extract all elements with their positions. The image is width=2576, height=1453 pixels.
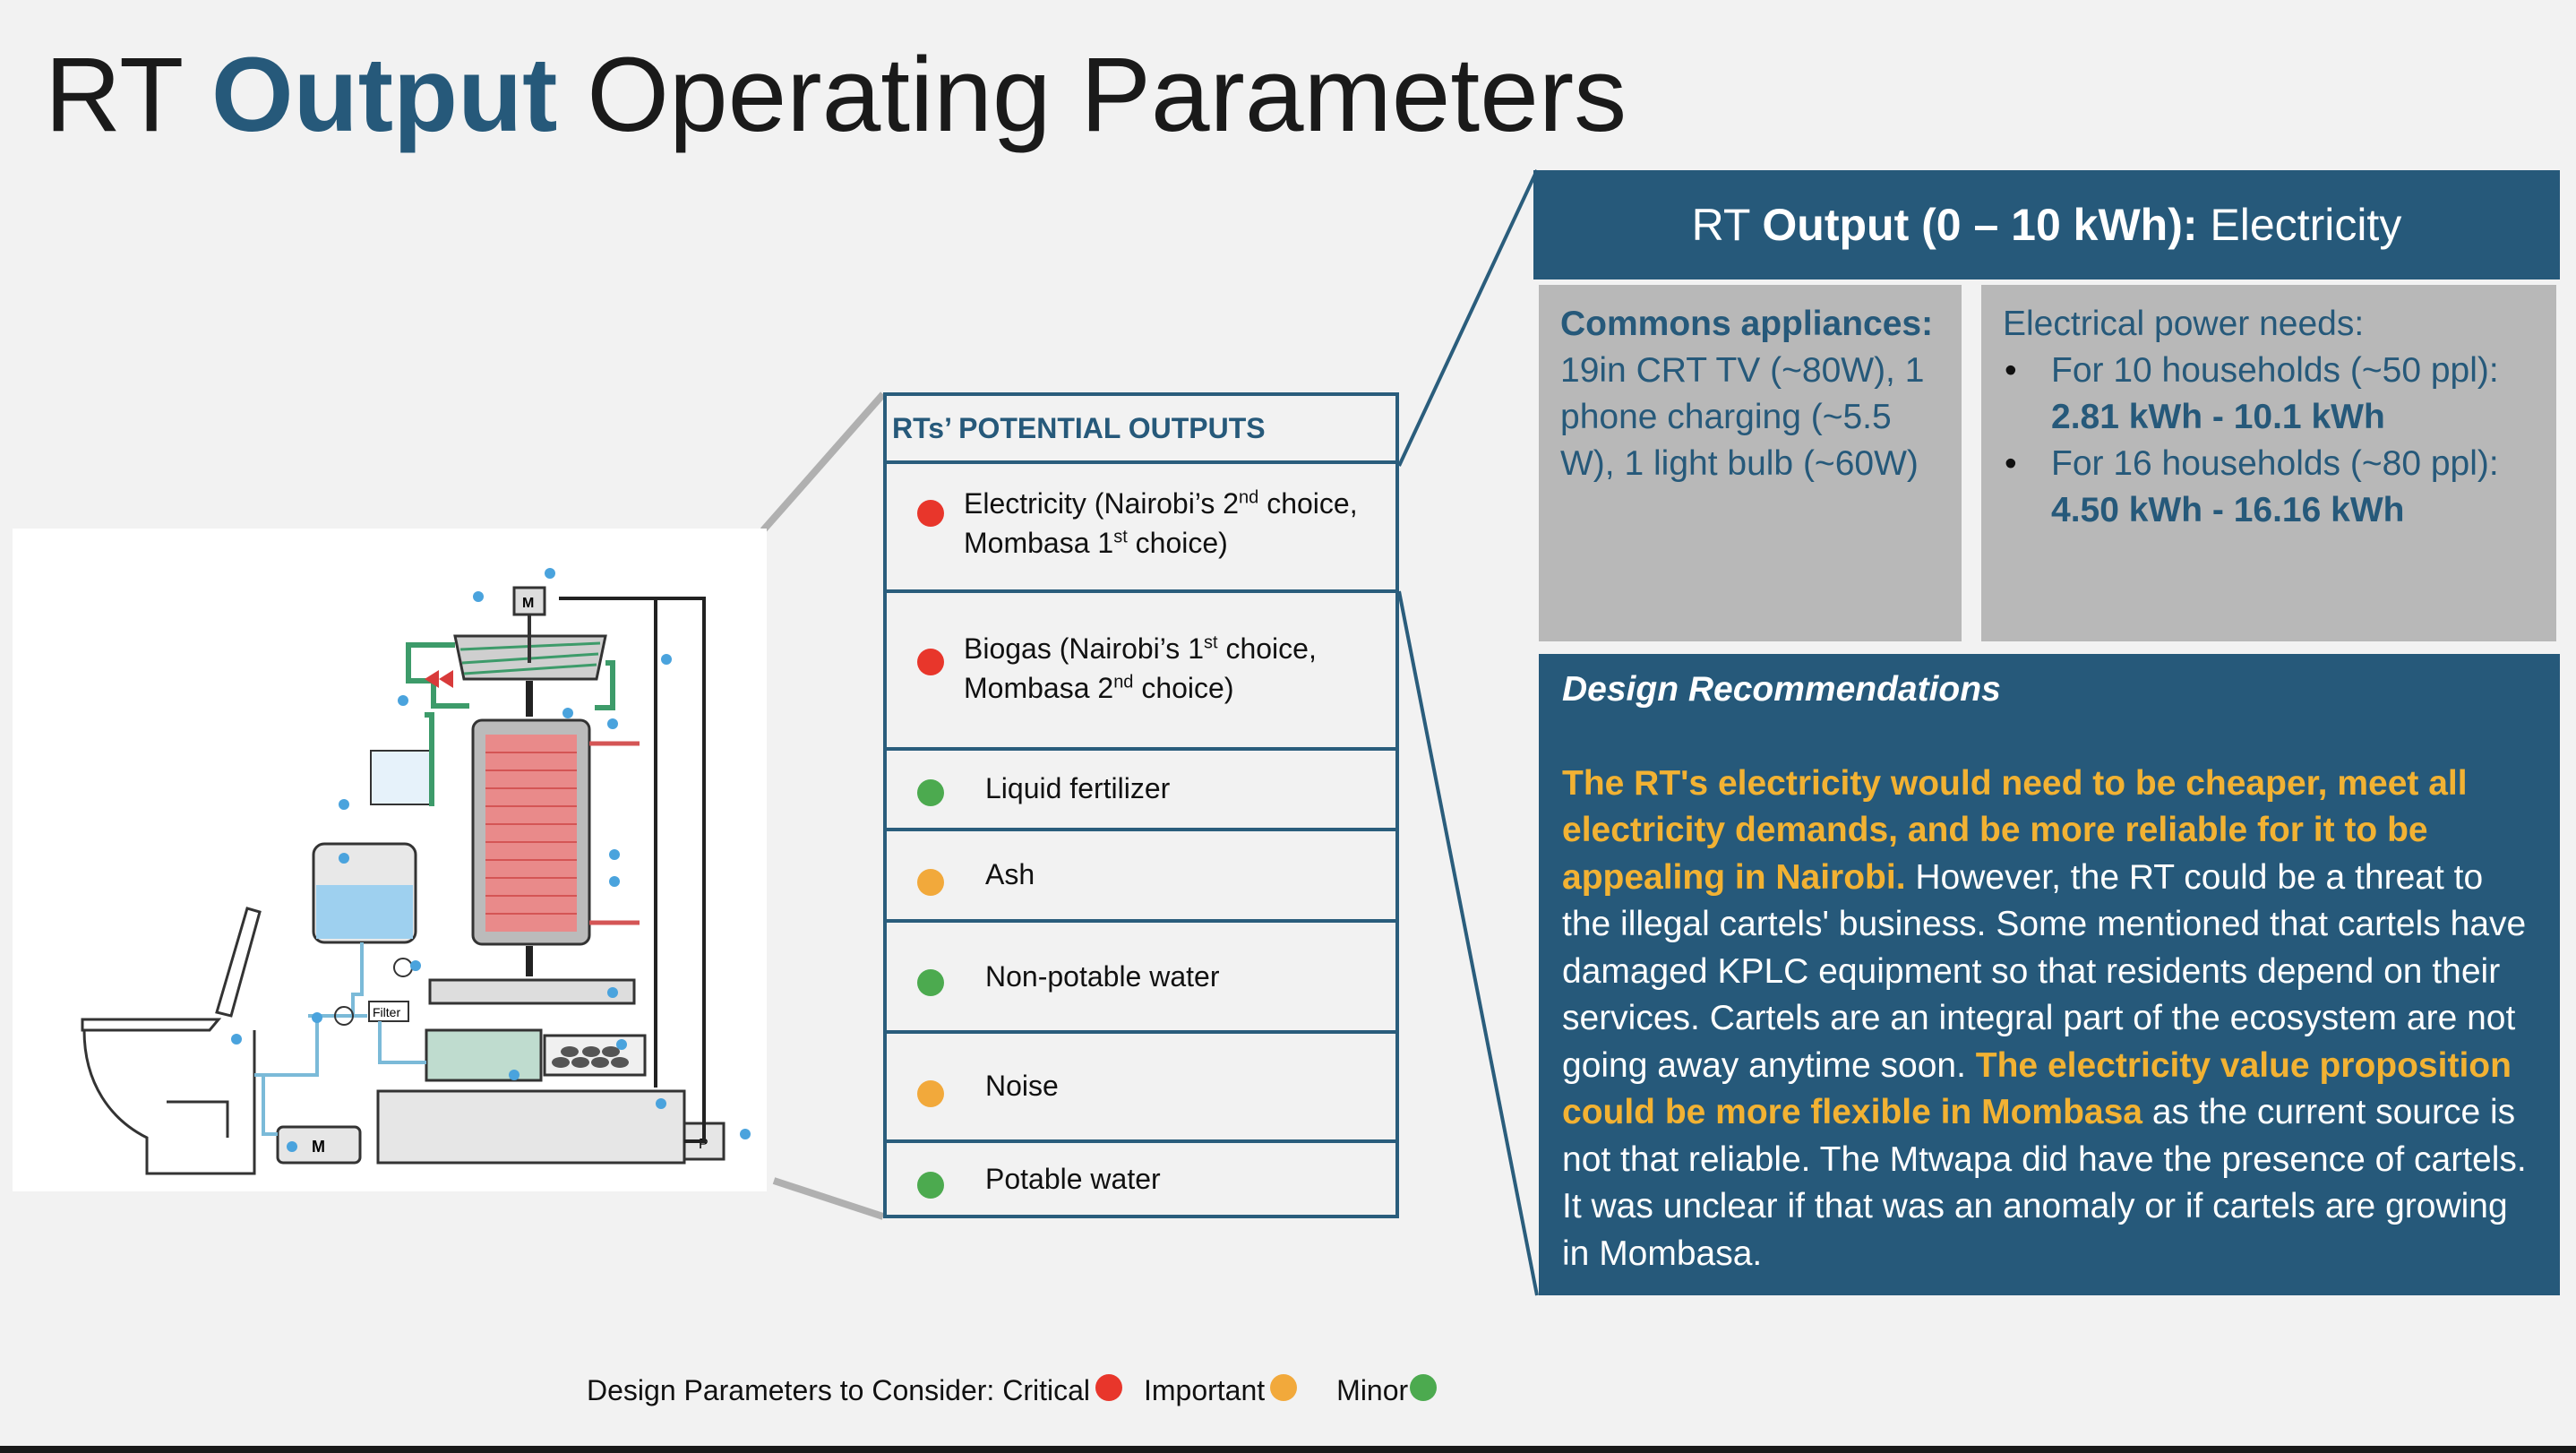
output-row-electricity: Electricity (Nairobi’s 2nd choice, Momba… bbox=[887, 464, 1395, 593]
output-label: Electricity (Nairobi’s 2nd choice, Momba… bbox=[964, 487, 1358, 559]
design-body: The RT's electricity would need to be ch… bbox=[1562, 763, 2527, 1273]
press-plate bbox=[428, 978, 636, 1005]
toilet-system-illustration: P M M Filter bbox=[81, 568, 751, 1175]
connector-electricity-top bbox=[1397, 169, 1539, 467]
output-label: Liquid fertilizer bbox=[985, 772, 1171, 804]
important-indicator-icon bbox=[917, 1080, 944, 1107]
filter-label: Filter bbox=[373, 1005, 400, 1019]
page-title: RT Output Operating Parameters bbox=[45, 36, 1627, 154]
bottom-motor-label: M bbox=[312, 1138, 325, 1156]
pump-label: P bbox=[699, 1137, 708, 1152]
output-row-liquid-fertilizer: Liquid fertilizer bbox=[887, 751, 1395, 831]
output-row-biogas: Biogas (Nairobi’s 1st choice, Mombasa 2n… bbox=[887, 593, 1395, 751]
output-label: Ash bbox=[985, 858, 1035, 890]
design-recommendations-box: Design Recommendations The RT's electric… bbox=[1539, 654, 2560, 1295]
output-row-potable-water: Potable water bbox=[887, 1143, 1395, 1218]
legend-critical-label: Design Parameters to Consider: Critical bbox=[587, 1374, 1090, 1406]
minor-indicator-icon bbox=[917, 779, 944, 806]
critical-dot-icon bbox=[1095, 1373, 1122, 1401]
output-row-noise: Noise bbox=[887, 1034, 1395, 1143]
power-list: For 10 households (~50 ppl):2.81 kWh - 1… bbox=[2003, 348, 2535, 534]
system-diagram: P M M Filter bbox=[13, 529, 767, 1191]
bottom-motor bbox=[276, 1125, 362, 1165]
output-label: Noise bbox=[985, 1070, 1059, 1102]
bottom-border bbox=[0, 1446, 2576, 1453]
critical-indicator-icon bbox=[917, 500, 944, 527]
return-pipe bbox=[559, 597, 706, 1143]
legend-minor-label: Minor bbox=[1336, 1374, 1409, 1406]
reactor-heater bbox=[485, 735, 577, 932]
top-motor-label: M bbox=[522, 596, 534, 611]
connector-diagram-bottom bbox=[772, 1177, 885, 1220]
critical-indicator-icon bbox=[917, 649, 944, 675]
appliances-text: 19in CRT TV (~80W), 1 phone charging (~5… bbox=[1560, 351, 1925, 483]
minor-indicator-icon bbox=[917, 969, 944, 996]
pump-icon bbox=[334, 1006, 354, 1026]
power-label: Electrical power needs: bbox=[2003, 305, 2365, 343]
important-indicator-icon bbox=[917, 869, 944, 896]
filter-box bbox=[368, 1001, 409, 1022]
output-row-ash: Ash bbox=[887, 831, 1395, 923]
red-valve-icon bbox=[425, 670, 453, 688]
output-label: Non-potable water bbox=[985, 960, 1220, 993]
output-row-non-potable-water: Non-potable water bbox=[887, 923, 1395, 1034]
filter-tank bbox=[370, 750, 433, 805]
valve-icon bbox=[393, 958, 413, 977]
liquid-tray bbox=[425, 1028, 543, 1082]
connector-diagram-top bbox=[760, 391, 887, 533]
output-label: Potable water bbox=[985, 1163, 1161, 1195]
power-item: For 10 households (~50 ppl):2.81 kWh - 1… bbox=[2005, 348, 2535, 441]
important-dot-icon bbox=[1270, 1373, 1298, 1401]
rt-output-header: RT Output (0 – 10 kWh): Electricity bbox=[1533, 170, 2560, 279]
legend-important-label: Important bbox=[1143, 1374, 1266, 1406]
connector-electricity-bottom bbox=[1397, 590, 1539, 1296]
minor-indicator-icon bbox=[917, 1172, 944, 1199]
minor-dot-icon bbox=[1410, 1373, 1438, 1401]
appliances-label: Commons appliances: bbox=[1560, 305, 1934, 343]
design-parameters-legend: Design Parameters to Consider: Critical … bbox=[587, 1373, 1458, 1407]
output-label: Biogas (Nairobi’s 1st choice, Mombasa 2n… bbox=[964, 632, 1317, 704]
potential-outputs-table: RTs’ POTENTIAL OUTPUTS Electricity (Nair… bbox=[883, 392, 1399, 1218]
power-needs-box: Electrical power needs: For 10 household… bbox=[1981, 285, 2556, 641]
callout-markers bbox=[231, 568, 751, 1152]
toilet-icon bbox=[81, 907, 262, 1175]
main-tank bbox=[376, 1089, 686, 1165]
power-item: For 16 households (~80 ppl):4.50 kWh - 1… bbox=[2005, 441, 2535, 534]
commons-appliances-box: Commons appliances: 19in CRT TV (~80W), … bbox=[1539, 285, 1962, 641]
blue-pipes bbox=[254, 942, 426, 1136]
design-heading: Design Recommendations bbox=[1562, 670, 2001, 709]
green-pipes bbox=[406, 642, 615, 806]
outputs-heading: RTs’ POTENTIAL OUTPUTS bbox=[887, 396, 1395, 464]
title-highlight: Output bbox=[210, 36, 558, 154]
